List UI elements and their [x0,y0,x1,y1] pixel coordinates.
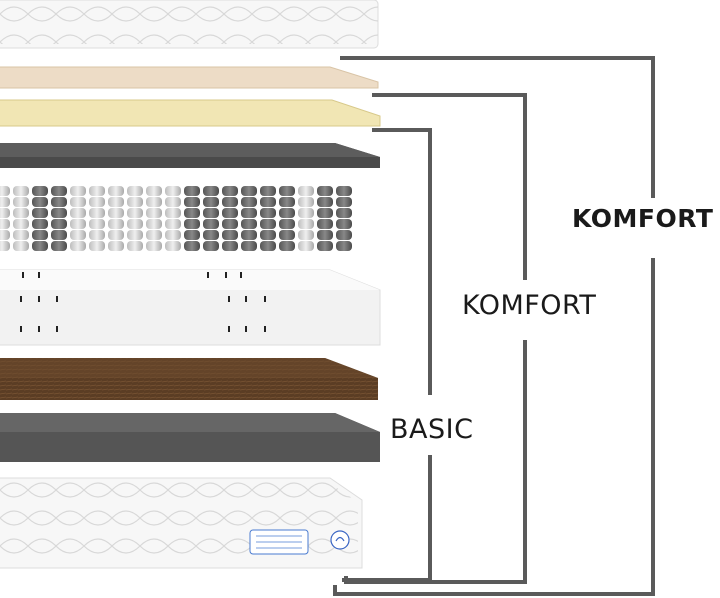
memory-foam-layer [0,99,381,127]
pocket-spring [108,186,124,251]
pocket-spring [32,186,48,251]
bottom-cover-layer [0,477,363,569]
felt-layer [0,143,380,168]
pocket-spring [13,186,29,251]
komfort-bracket-line-bottom [344,340,527,584]
pocket-spring [279,186,295,251]
pocket-spring [203,186,219,251]
tier-komfort-plus-label: KOMFORT + [572,204,720,233]
pocket-spring [89,186,105,251]
pocket-spring [0,186,10,251]
brand-logo-icon [330,530,350,550]
pocket-spring [222,186,238,251]
basic-bracket-line [372,128,432,395]
pocket-spring [146,186,162,251]
pocket-spring [184,186,200,251]
frame-markers [20,272,266,332]
pocket-spring [317,186,333,251]
foam-frame-layer [0,269,381,346]
pocket-spring [260,186,276,251]
pocket-spring [165,186,181,251]
bottom-felt-layer [0,413,380,462]
latex-layer [0,66,379,89]
coconut-fibre-layer [0,358,378,400]
komfort-plus-bracket-line-bottom [333,258,655,596]
pocket-spring [51,186,67,251]
pocket-spring-core [0,186,352,251]
pocket-spring [241,186,257,251]
tier-komfort-label: KOMFORT [462,290,597,321]
top-cover-layer [0,0,379,49]
tier-basic-label: BASIC [390,414,474,445]
komfort-bracket-line [372,93,527,280]
komfort-plus-bracket-line [340,56,655,198]
pocket-spring [298,186,314,251]
pocket-spring [70,186,86,251]
pocket-spring [336,186,352,251]
pocket-spring [127,186,143,251]
